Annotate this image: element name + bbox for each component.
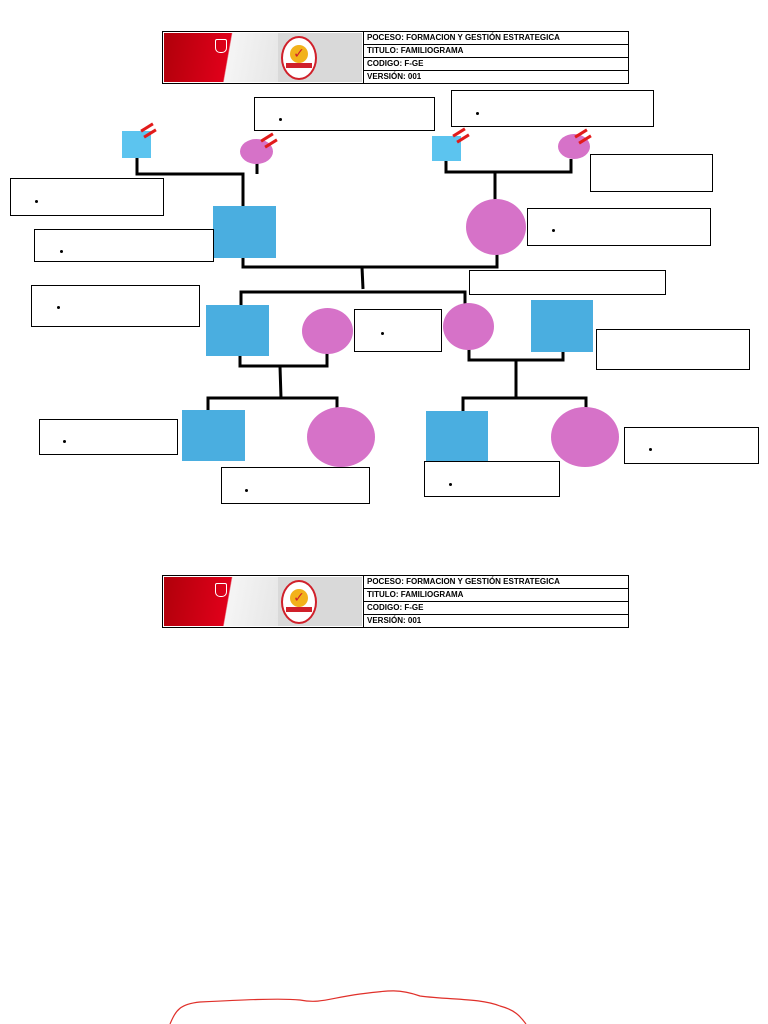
note-box[interactable] [10,178,164,216]
note-box[interactable] [451,90,654,127]
university-logo [164,577,278,626]
note-box[interactable] [469,270,666,295]
document-header-page-2: ✓ POCESO: FORMACION Y GESTIÓN ESTRATEGIC… [162,575,629,628]
header-info: POCESO: FORMACION Y GESTIÓN ESTRATEGICA … [364,32,628,83]
freehand-outline [169,990,527,1024]
header-process: POCESO: FORMACION Y GESTIÓN ESTRATEGICA [364,32,628,45]
header-process: POCESO: FORMACION Y GESTIÓN ESTRATEGICA [364,576,628,589]
note-box[interactable] [39,419,178,455]
father-symbol [213,206,276,258]
header-version: VERSIÓN: 001 [367,72,422,81]
mother-symbol [466,199,526,255]
university-logo [164,33,278,82]
note-box[interactable] [424,461,560,497]
logo-cell: ✓ [163,32,364,83]
logo-cell: ✓ [163,576,364,627]
header-version: VERSIÓN: 001 [367,616,422,625]
note-box[interactable] [590,154,713,192]
note-box[interactable] [31,285,200,327]
header-code: CODIGO: F-GE [364,602,628,615]
genogram-lines [135,157,588,412]
granddaughter-left-symbol [307,407,375,467]
document-header: ✓ POCESO: FORMACION Y GESTIÓN ESTRATEGIC… [162,31,629,84]
header-title: TITULO: FAMILIOGRAMA [364,589,628,602]
daughter-symbol [443,303,494,350]
university-emblem-icon [215,39,227,53]
grandson-right-symbol [426,411,488,463]
note-box[interactable] [354,309,442,352]
daughter-in-law-symbol [302,308,353,354]
maternal-grandfather-symbol [432,136,461,161]
son-symbol [206,305,269,356]
university-emblem-icon [215,583,227,597]
note-box[interactable] [34,229,214,262]
son-in-law-symbol [531,300,593,352]
grandson-left-symbol [182,410,245,461]
note-box[interactable] [254,97,435,131]
logo-background: ✓ [278,577,362,626]
logo-background: ✓ [278,33,362,82]
header-info: POCESO: FORMACION Y GESTIÓN ESTRATEGICA … [364,576,628,627]
note-box[interactable] [221,467,370,504]
note-box[interactable] [596,329,750,370]
header-code: CODIGO: F-GE [364,58,628,71]
accreditation-seal-icon: ✓ [281,580,317,624]
accreditation-seal-icon: ✓ [281,36,317,80]
granddaughter-right-symbol [551,407,619,467]
note-box[interactable] [527,208,711,246]
header-title: TITULO: FAMILIOGRAMA [364,45,628,58]
note-box[interactable] [624,427,759,464]
